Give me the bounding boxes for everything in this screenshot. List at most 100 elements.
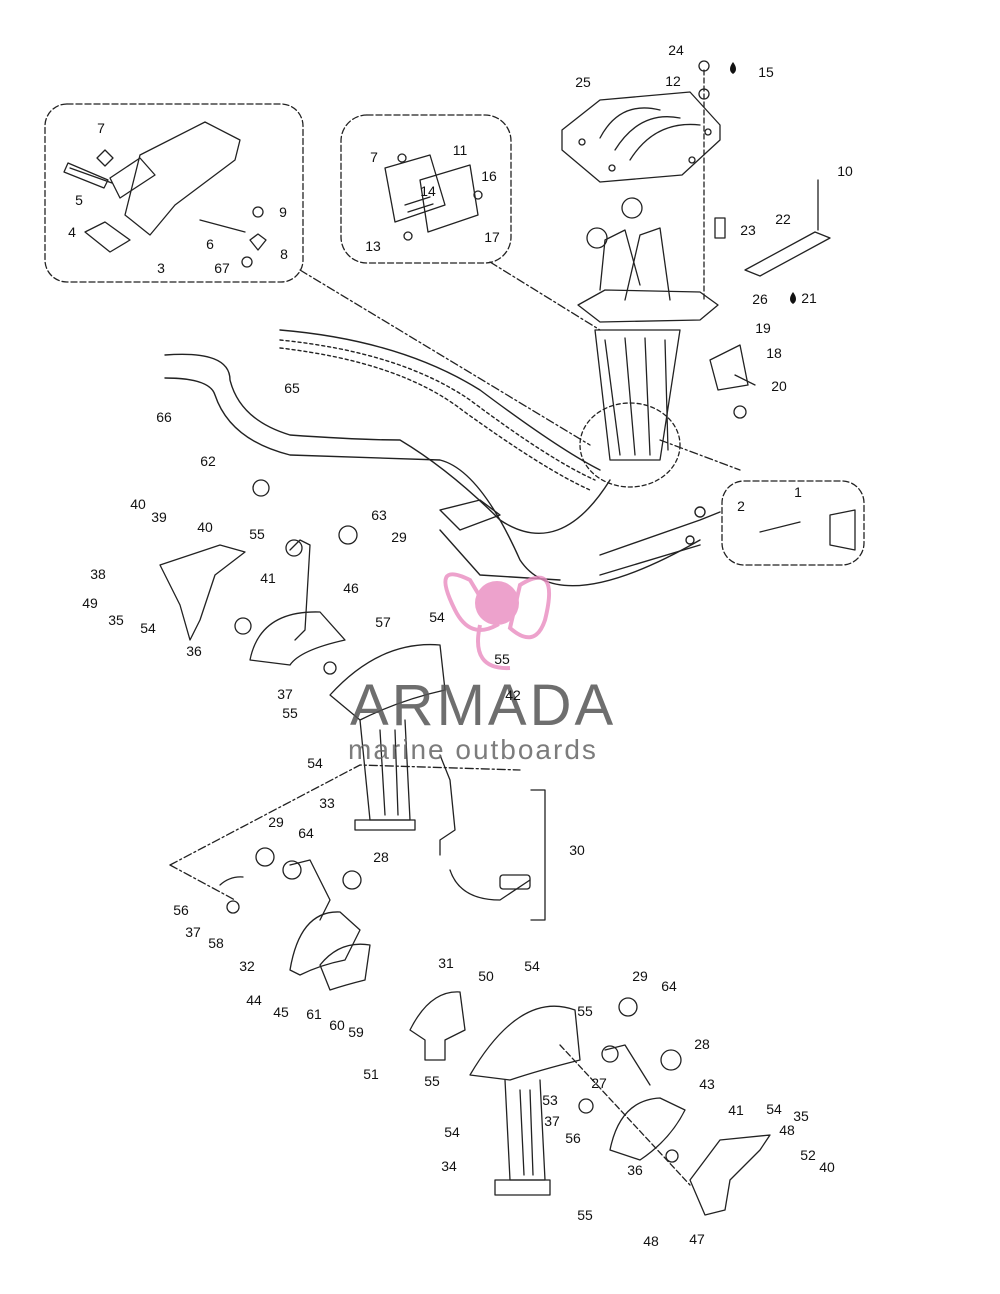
inset-box-bracket-assembly [44, 103, 304, 283]
part-number-label: 59 [348, 1024, 364, 1040]
control-housing [577, 197, 719, 488]
part-number-label: 29 [268, 814, 284, 830]
part-number-label: 35 [108, 612, 124, 628]
control-cables [164, 329, 721, 587]
part-number-label: 15 [758, 64, 774, 80]
armada-logo-icon [443, 572, 552, 671]
part-number-label: 37 [544, 1113, 560, 1129]
part-number-label: 66 [156, 409, 172, 425]
part-number-label: 36 [186, 643, 202, 659]
part-number-label: 42 [505, 687, 521, 703]
part-number-label: 3 [157, 260, 165, 276]
part-number-label: 8 [280, 246, 288, 262]
part-number-label: 54 [524, 958, 540, 974]
part-number-label: 25 [575, 74, 591, 90]
part-number-label: 18 [766, 345, 782, 361]
part-number-label: 56 [565, 1130, 581, 1146]
part-number-label: 23 [740, 222, 756, 238]
part-number-label: 4 [68, 224, 76, 240]
part-number-label: 65 [284, 380, 300, 396]
part-number-label: 33 [319, 795, 335, 811]
part-number-label: 9 [279, 204, 287, 220]
watermark-brand: ARMADA [350, 673, 617, 738]
part-number-label: 53 [542, 1092, 558, 1108]
part-number-label: 17 [484, 229, 500, 245]
part-number-label: 51 [363, 1066, 379, 1082]
part-number-label: 10 [837, 163, 853, 179]
part-number-label: 41 [728, 1102, 744, 1118]
part-number-label: 35 [793, 1108, 809, 1124]
part-number-label: 60 [329, 1017, 345, 1033]
part-number-label: 46 [343, 580, 359, 596]
part-number-label: 55 [249, 526, 265, 542]
part-number-label: 22 [775, 211, 791, 227]
part-number-label: 31 [438, 955, 454, 971]
part-number-label: 64 [661, 978, 677, 994]
part-number-label: 40 [819, 1159, 835, 1175]
oil-drop-icon [790, 292, 796, 304]
part-number-label: 64 [298, 825, 314, 841]
part-number-label: 20 [771, 378, 787, 394]
part-number-label: 11 [452, 142, 468, 158]
part-number-label: 55 [577, 1207, 593, 1223]
part-number-label: 5 [75, 192, 83, 208]
switch-assembly [439, 754, 546, 921]
part-number-label: 21 [801, 290, 817, 306]
watermark-tagline: marine outboards [348, 734, 598, 765]
part-number-label: 27 [591, 1075, 607, 1091]
left-lever-assembly [159, 479, 358, 675]
part-number-label: 58 [208, 935, 224, 951]
lower-housing [469, 1005, 581, 1196]
part-number-label: 26 [752, 291, 768, 307]
part-number-label: 13 [365, 238, 381, 254]
part-number-label: 41 [260, 570, 276, 586]
part-number-label: 47 [689, 1231, 705, 1247]
part-number-label: 39 [151, 509, 167, 525]
part-number-label: 54 [140, 620, 156, 636]
part-number-label: 7 [370, 149, 378, 165]
part-number-label: 62 [200, 453, 216, 469]
part-number-label: 16 [481, 168, 497, 184]
part-number-label: 43 [699, 1076, 715, 1092]
part-number-label: 28 [373, 849, 389, 865]
part-number-label: 19 [755, 320, 771, 336]
part-number-label: 55 [282, 705, 298, 721]
part-number-label: 34 [441, 1158, 457, 1174]
middle-lever-assembly [219, 847, 371, 991]
part-number-label: 54 [444, 1124, 460, 1140]
part-number-label: 57 [375, 614, 391, 630]
part-number-label: 55 [577, 1003, 593, 1019]
oil-drop-icon [730, 62, 736, 74]
part-number-label: 55 [494, 651, 510, 667]
part-number-label: 52 [800, 1147, 816, 1163]
inset-box-clip [721, 480, 865, 566]
part-number-label: 7 [97, 120, 105, 136]
part-number-label: 24 [668, 42, 684, 58]
part-number-label: 56 [173, 902, 189, 918]
part-number-label: 54 [766, 1101, 782, 1117]
part-number-label: 28 [694, 1036, 710, 1052]
part-number-label: 38 [90, 566, 106, 582]
part-number-label: 67 [214, 260, 230, 276]
part-number-label: 50 [478, 968, 494, 984]
part-number-label: 6 [206, 236, 214, 252]
part-number-label: 14 [420, 183, 436, 199]
part-number-label: 40 [197, 519, 213, 535]
part-number-label: 29 [632, 968, 648, 984]
part-number-label: 48 [643, 1233, 659, 1249]
inset-box-linkage [340, 114, 512, 264]
part-number-label: 29 [391, 529, 407, 545]
part-number-label: 30 [569, 842, 585, 858]
part-number-label: 44 [246, 992, 262, 1008]
part-number-label: 63 [371, 507, 387, 523]
part-number-label: 61 [306, 1006, 322, 1022]
part-number-label: 37 [277, 686, 293, 702]
top-cover-plate [561, 91, 721, 183]
part-number-label: 12 [665, 73, 681, 89]
part-number-label: 49 [82, 595, 98, 611]
part-number-label: 48 [779, 1122, 795, 1138]
part-number-label: 55 [424, 1073, 440, 1089]
part-number-label: 54 [429, 609, 445, 625]
part-number-label: 45 [273, 1004, 289, 1020]
center-housing [329, 643, 446, 831]
